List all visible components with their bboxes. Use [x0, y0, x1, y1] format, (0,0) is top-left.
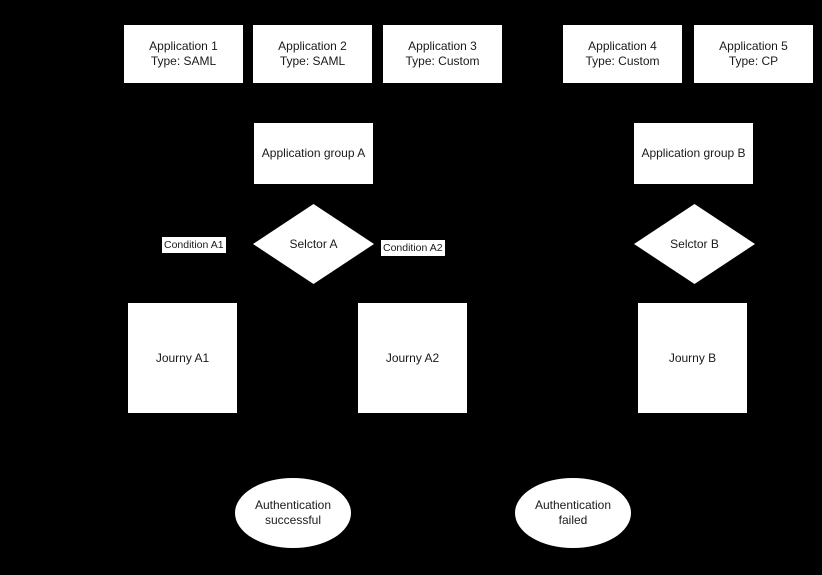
application-group-b-box[interactable]: Application group B — [634, 123, 753, 184]
journey-a1-box[interactable]: Journy A1 — [128, 303, 237, 413]
application-box-3[interactable]: Application 3 Type: Custom — [383, 25, 502, 83]
authentication-failed-ellipse[interactable]: Authentication failed — [515, 478, 631, 548]
diamond-shape-a — [253, 204, 374, 284]
application-group-a-box[interactable]: Application group A — [254, 123, 373, 184]
application-box-1[interactable]: Application 1 Type: SAML — [124, 25, 243, 83]
journey-b-box[interactable]: Journy B — [638, 303, 747, 413]
ellipse-shape-failed — [515, 478, 631, 548]
authentication-successful-ellipse[interactable]: Authentication successful — [235, 478, 351, 548]
journey-a2-box[interactable]: Journy A2 — [358, 303, 467, 413]
selector-a-diamond[interactable]: Selctor A — [253, 204, 374, 284]
application-box-2[interactable]: Application 2 Type: SAML — [253, 25, 372, 83]
condition-a1-label: Condition A1 — [162, 237, 226, 253]
ellipse-shape-success — [235, 478, 351, 548]
selector-b-diamond[interactable]: Selctor B — [634, 204, 755, 284]
application-box-5[interactable]: Application 5 Type: CP — [694, 25, 813, 83]
application-box-4[interactable]: Application 4 Type: Custom — [563, 25, 682, 83]
diamond-shape-b — [634, 204, 755, 284]
condition-a2-label: Condition A2 — [381, 240, 445, 256]
